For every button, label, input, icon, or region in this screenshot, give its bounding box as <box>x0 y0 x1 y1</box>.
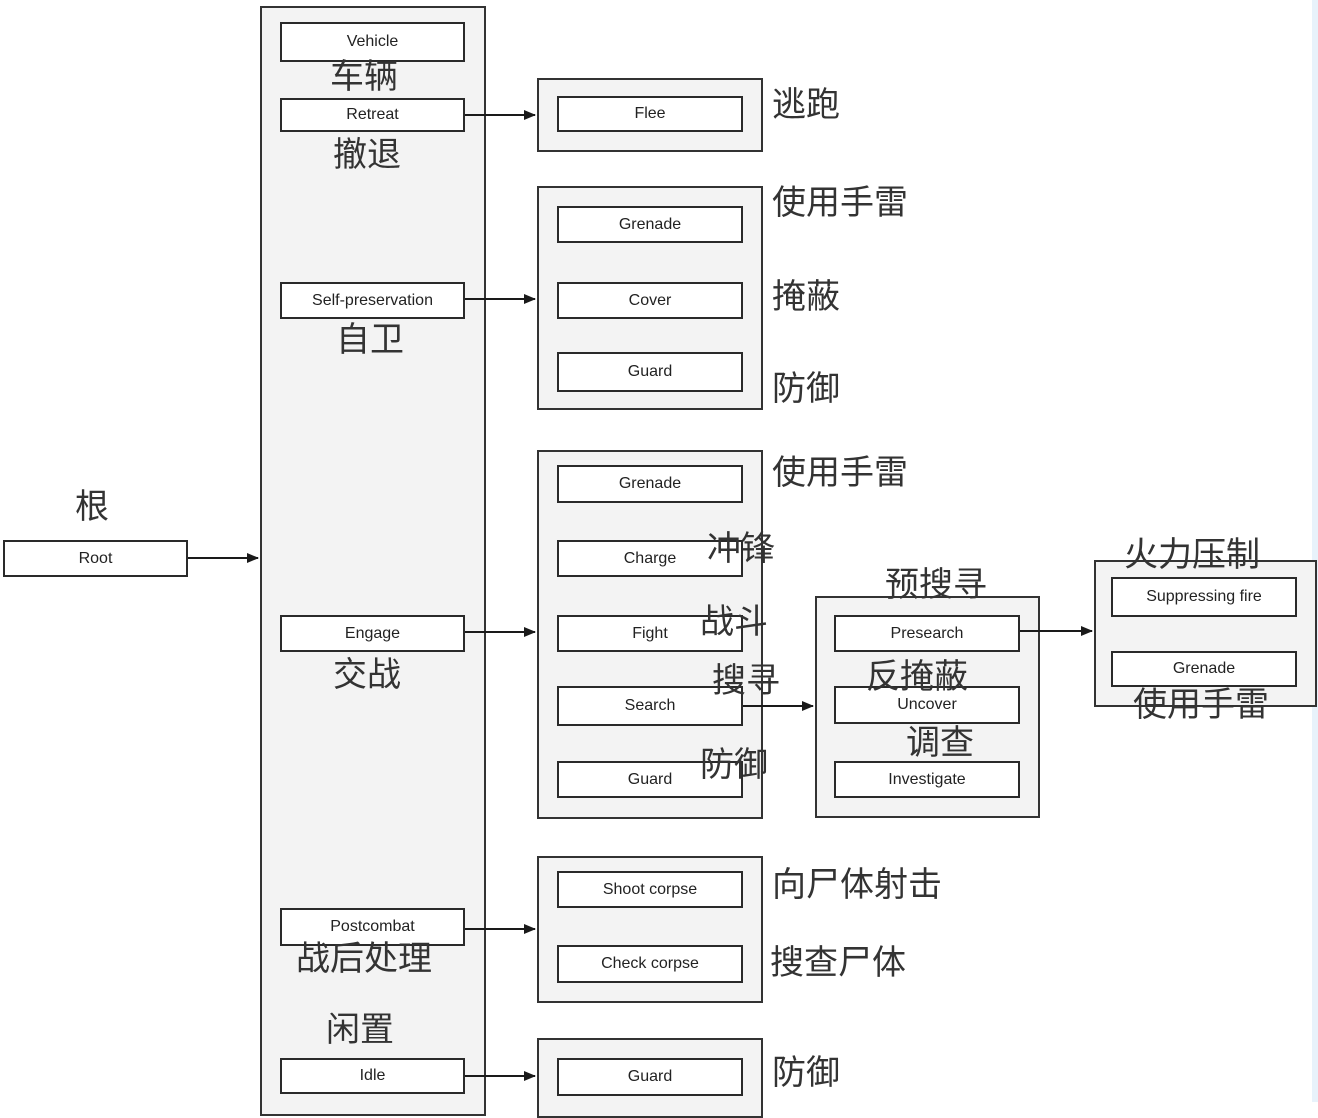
label-zh-presearch: 预搜寻 <box>885 565 987 605</box>
node-engage-guard[interactable]: Guard <box>557 761 743 798</box>
node-self-preservation-grenade[interactable]: Grenade <box>557 206 743 243</box>
node-self-preservation[interactable]: Self-preservation <box>280 282 465 319</box>
label-zh-retreat: 撤退 <box>333 135 401 175</box>
label-zh-check-corpse: 搜查尸体 <box>770 943 906 983</box>
label-zh-idle-guard: 防御 <box>772 1053 840 1093</box>
node-retreat[interactable]: Retreat <box>280 98 465 132</box>
label-zh-suppressing-fire: 火力压制 <box>1124 535 1260 575</box>
label-zh-root: 根 <box>75 487 109 527</box>
window-edge <box>1312 0 1318 1102</box>
node-suppressing-fire[interactable]: Suppressing fire <box>1111 577 1297 617</box>
node-idle-guard[interactable]: Guard <box>557 1058 743 1096</box>
node-presearch[interactable]: Presearch <box>834 615 1020 652</box>
node-charge[interactable]: Charge <box>557 540 743 577</box>
node-vehicle[interactable]: Vehicle <box>280 22 465 62</box>
node-root[interactable]: Root <box>3 540 188 577</box>
label-zh-postcombat: 战后处理 <box>296 939 432 979</box>
label-zh-cover: 掩蔽 <box>772 277 840 317</box>
node-suppressing-grenade[interactable]: Grenade <box>1111 651 1297 687</box>
label-zh-vehicle: 车辆 <box>330 57 398 97</box>
node-search[interactable]: Search <box>557 686 743 726</box>
label-zh-charge: 冲锋 <box>707 529 775 569</box>
node-investigate[interactable]: Investigate <box>834 761 1020 798</box>
label-zh-shoot-corpse: 向尸体射击 <box>772 865 942 905</box>
node-cover[interactable]: Cover <box>557 282 743 319</box>
label-zh-search: 搜寻 <box>712 661 780 701</box>
node-shoot-corpse[interactable]: Shoot corpse <box>557 871 743 908</box>
label-zh-suppressing-grenade: 使用手雷 <box>1133 685 1269 725</box>
label-zh-self-preservation-grenade: 使用手雷 <box>772 183 908 223</box>
label-zh-uncover: 反掩蔽 <box>866 657 968 697</box>
label-zh-idle: 闲置 <box>326 1010 394 1050</box>
node-check-corpse[interactable]: Check corpse <box>557 945 743 983</box>
node-flee[interactable]: Flee <box>557 96 743 132</box>
node-engage[interactable]: Engage <box>280 615 465 652</box>
node-self-preservation-guard[interactable]: Guard <box>557 352 743 392</box>
node-fight[interactable]: Fight <box>557 615 743 652</box>
node-idle[interactable]: Idle <box>280 1058 465 1094</box>
label-zh-flee: 逃跑 <box>772 85 840 125</box>
label-zh-engage: 交战 <box>333 655 401 695</box>
node-uncover[interactable]: Uncover <box>834 686 1020 724</box>
node-engage-grenade[interactable]: Grenade <box>557 465 743 503</box>
label-zh-self-preservation: 自卫 <box>336 320 404 360</box>
label-zh-fight: 战斗 <box>700 602 768 642</box>
label-zh-investigate: 调查 <box>906 723 974 763</box>
label-zh-engage-grenade: 使用手雷 <box>772 453 908 493</box>
label-zh-engage-guard: 防御 <box>700 745 768 785</box>
label-zh-self-preservation-guard: 防御 <box>772 369 840 409</box>
node-postcombat[interactable]: Postcombat <box>280 908 465 946</box>
